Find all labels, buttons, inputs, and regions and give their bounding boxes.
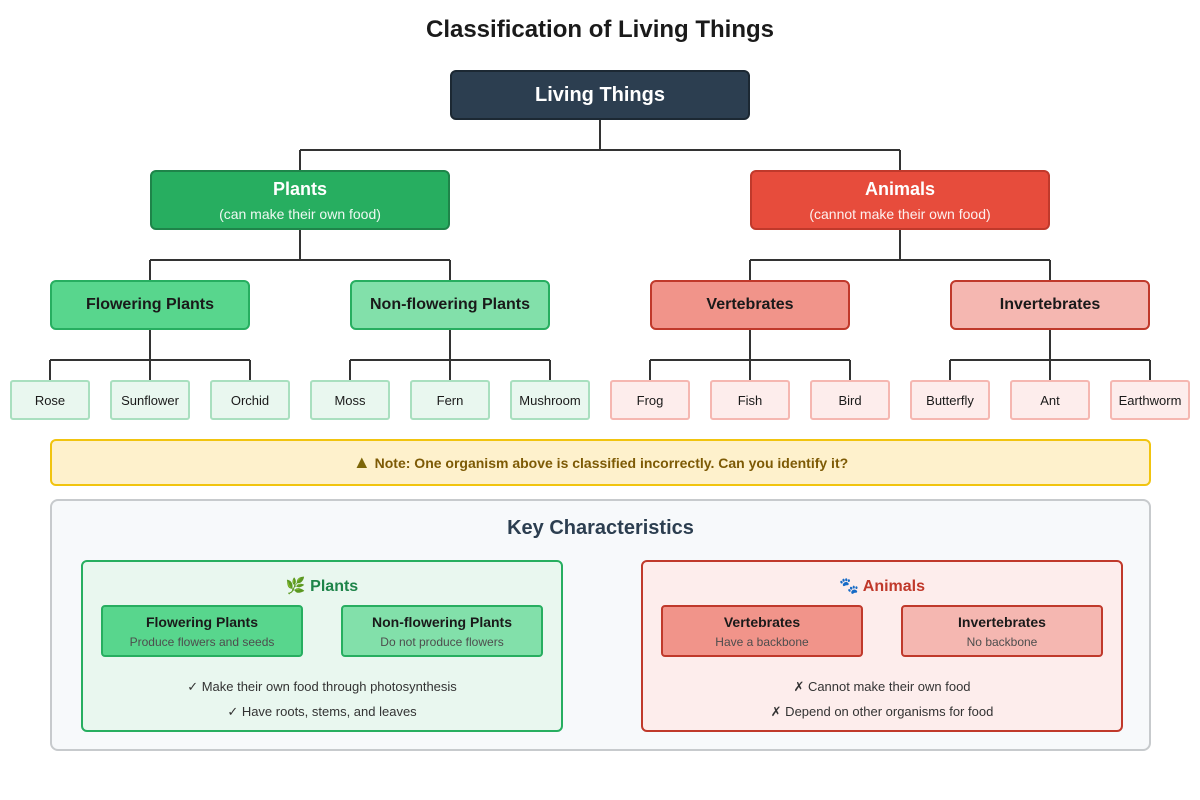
leaf-rose: Rose <box>10 380 90 420</box>
key-card-title: Invertebrates <box>958 613 1046 630</box>
leaf-sunflower: Sunflower <box>110 380 190 420</box>
key-plants-fact: ✓ Make their own food through photosynth… <box>187 679 457 694</box>
key-card-desc: No backbone <box>966 634 1038 649</box>
node-label: Non-flowering Plants <box>370 296 530 313</box>
key-animals-heading: 🐾 Animals <box>643 576 1121 596</box>
node-label: Vertebrates <box>706 296 794 313</box>
warning-icon: ▲ <box>352 452 371 472</box>
key-animals-fact: ✗ Cannot make their own food <box>793 679 971 694</box>
node-vertebrates: Vertebrates <box>650 280 850 330</box>
key-card-title: Vertebrates <box>723 613 801 630</box>
diagram-title: Classification of Living Things <box>425 16 775 43</box>
key-non-flowering-card: Non-flowering Plants Do not produce flow… <box>341 605 543 657</box>
key-animals-fact: ✗ Depend on other organisms for food <box>770 704 994 719</box>
key-plants-title: Plants <box>310 578 359 595</box>
leaf-fish: Fish <box>710 380 790 420</box>
key-card-desc: Do not produce flowers <box>380 634 504 649</box>
key-animals-panel: 🐾 Animals Vertebrates Have a backbone In… <box>641 560 1123 732</box>
node-non-flowering-plants: Non-flowering Plants <box>350 280 550 330</box>
node-subtitle: (cannot make their own food) <box>809 205 991 222</box>
key-plants-fact: ✓ Have roots, stems, and leaves <box>227 704 417 719</box>
leaf-earthworm: Earthworm <box>1110 380 1190 420</box>
key-invertebrates-card: Invertebrates No backbone <box>901 605 1103 657</box>
leaf-butterfly: Butterfly <box>910 380 990 420</box>
key-card-title: Non-flowering Plants <box>372 613 512 630</box>
node-animals: Animals (cannot make their own food) <box>750 170 1050 230</box>
key-animals-title: Animals <box>862 578 926 595</box>
key-flowering-card: Flowering Plants Produce flowers and see… <box>101 605 303 657</box>
paw-icon: 🐾 <box>838 578 859 595</box>
key-characteristics-panel: Key Characteristics 🌿 Plants Flowering P… <box>50 499 1151 751</box>
note-banner: ▲ Note: One organism above is classified… <box>50 439 1151 486</box>
node-label: Living Things <box>535 83 665 106</box>
node-label: Invertebrates <box>999 296 1101 313</box>
node-subtitle: (can make their own food) <box>219 205 381 222</box>
key-card-title: Flowering Plants <box>145 613 258 630</box>
node-label: Flowering Plants <box>85 296 214 313</box>
node-plants: Plants (can make their own food) <box>150 170 450 230</box>
node-label: Plants <box>272 178 328 199</box>
leaf-ant: Ant <box>1010 380 1090 420</box>
node-flowering-plants: Flowering Plants <box>50 280 250 330</box>
connector-lines <box>49 120 1151 380</box>
leaf-fern: Fern <box>410 380 490 420</box>
node-living-things: Living Things <box>450 70 750 120</box>
leaf-bird: Bird <box>810 380 890 420</box>
key-card-desc: Have a backbone <box>715 634 809 649</box>
key-title: Key Characteristics <box>507 517 694 539</box>
node-label: Animals <box>864 178 936 199</box>
key-card-desc: Produce flowers and seeds <box>129 634 275 649</box>
key-vertebrates-card: Vertebrates Have a backbone <box>661 605 863 657</box>
note-text: Note: One organism above is classified i… <box>374 454 849 471</box>
leaf-frog: Frog <box>610 380 690 420</box>
key-plants-heading: 🌿 Plants <box>83 576 561 596</box>
leaf-icon: 🌿 <box>285 578 306 595</box>
leaf-moss: Moss <box>310 380 390 420</box>
key-plants-panel: 🌿 Plants Flowering Plants Produce flower… <box>81 560 563 732</box>
leaf-orchid: Orchid <box>210 380 290 420</box>
leaf-mushroom: Mushroom <box>510 380 590 420</box>
node-invertebrates: Invertebrates <box>950 280 1150 330</box>
